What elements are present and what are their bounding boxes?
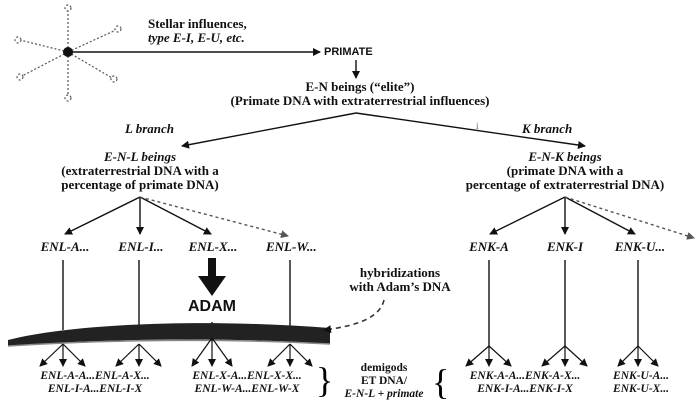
enk-u-label: ENK-U... xyxy=(614,239,666,254)
hybridization-band xyxy=(8,323,330,346)
leaf-enl-x-row: ENL-X-A...ENL-X-X... xyxy=(192,370,302,382)
hybridization-line1: hybridizations xyxy=(359,265,441,280)
l-branch-label: L branch xyxy=(125,121,174,136)
leaf-enk-u-row1: ENK-U-A... xyxy=(613,370,669,382)
enk-beings-line1: E-N-K beings xyxy=(528,149,602,164)
right-brace: { xyxy=(432,362,449,402)
enk-beings-label: E-N-K beings (primate DNA with a percent… xyxy=(450,150,680,192)
right-leaf-arrows xyxy=(465,345,659,367)
enl-i-label: ENL-I... xyxy=(118,239,164,254)
enk-beings-line2: (primate DNA with a xyxy=(506,163,624,178)
hybridization-arrow xyxy=(323,299,385,334)
leaf-enl-w-row: ENL-W-A...ENL-W-X xyxy=(194,383,300,395)
enl-beings-line3: percentage of primate DNA) xyxy=(61,177,219,192)
en-beings-line1: E-N beings (“elite”) xyxy=(305,79,415,94)
demigods-line3: E-N-L + primate xyxy=(344,388,424,400)
leaf-enk-i-row: ENK-I-A...ENK-I-X xyxy=(477,383,573,395)
l-branch-arrow xyxy=(181,112,357,149)
demigods-line2: ET DNA/ xyxy=(360,375,408,387)
hybridization-line2: with Adam’s DNA xyxy=(349,279,451,294)
adam-label: ADAM xyxy=(188,298,236,315)
enl-beings-line2: (extraterrestrial DNA with a xyxy=(61,163,219,178)
enk-i-label: ENK-I xyxy=(546,239,584,254)
enl-child-arrows xyxy=(64,196,212,235)
enk-beings-line3: percentage of extraterrestrial DNA) xyxy=(465,177,665,192)
k-branch-arrow xyxy=(355,112,586,149)
enk-a-label: ENK-A xyxy=(469,239,509,254)
enk-dashed-arrow xyxy=(564,196,695,240)
enl-a-label: ENL-A... xyxy=(40,239,90,254)
enl-dashed-arrow xyxy=(139,196,289,239)
adam-arrow xyxy=(198,258,226,296)
en-beings-line2: (Primate DNA with extraterrestrial influ… xyxy=(230,93,490,108)
leaf-group-enk-ai: ENK-A-A...ENK-A-X... ENK-I-A...ENK-I-X xyxy=(450,370,600,396)
star-icon xyxy=(14,4,122,102)
enl-beings-line1: E-N-L beings xyxy=(103,149,177,164)
left-brace: } xyxy=(316,360,333,400)
stellar-label-line2: type E-I, E-U, etc. xyxy=(148,30,245,45)
stellar-label-line1: Stellar influences, xyxy=(148,16,247,31)
star-center-dot xyxy=(63,47,73,57)
leaf-group-enk-u: ENK-U-A... ENK-U-X... xyxy=(606,370,676,396)
leaf-enk-u-row2: ENK-U-X... xyxy=(613,383,669,395)
leaf-group-enl-ai: ENL-A-A...ENL-A-X... ENL-I-A...ENL-I-X xyxy=(20,370,170,396)
enk-child-arrows xyxy=(489,196,636,235)
left-leaf-arrows xyxy=(39,337,313,367)
primate-label: PRIMATE xyxy=(324,46,373,58)
stellar-label: Stellar influences, type E-I, E-U, etc. xyxy=(148,17,247,45)
leaf-enl-a-row: ENL-A-A...ENL-A-X... xyxy=(40,370,150,382)
leaf-enk-a-row: ENK-A-A...ENK-A-X... xyxy=(469,370,581,382)
hybridization-label: hybridizations with Adam’s DNA xyxy=(346,266,454,294)
branch-tick-label: i xyxy=(476,121,479,131)
en-beings-label: E-N beings (“elite”) (Primate DNA with e… xyxy=(220,80,500,108)
leaf-group-enl-xw: ENL-X-A...ENL-X-X... ENL-W-A...ENL-W-X xyxy=(174,370,320,396)
enl-w-label: ENL-W... xyxy=(266,239,317,254)
demigods-line1: demigods xyxy=(360,362,408,374)
enl-beings-label: E-N-L beings (extraterrestrial DNA with … xyxy=(40,150,240,192)
demigods-label: demigods ET DNA/ E-N-L + primate xyxy=(336,362,432,401)
group-stems xyxy=(62,260,639,346)
leaf-enl-i-row: ENL-I-A...ENL-I-X xyxy=(47,383,143,395)
k-branch-label: K branch xyxy=(522,121,573,136)
enl-x-label: ENL-X... xyxy=(188,239,238,254)
